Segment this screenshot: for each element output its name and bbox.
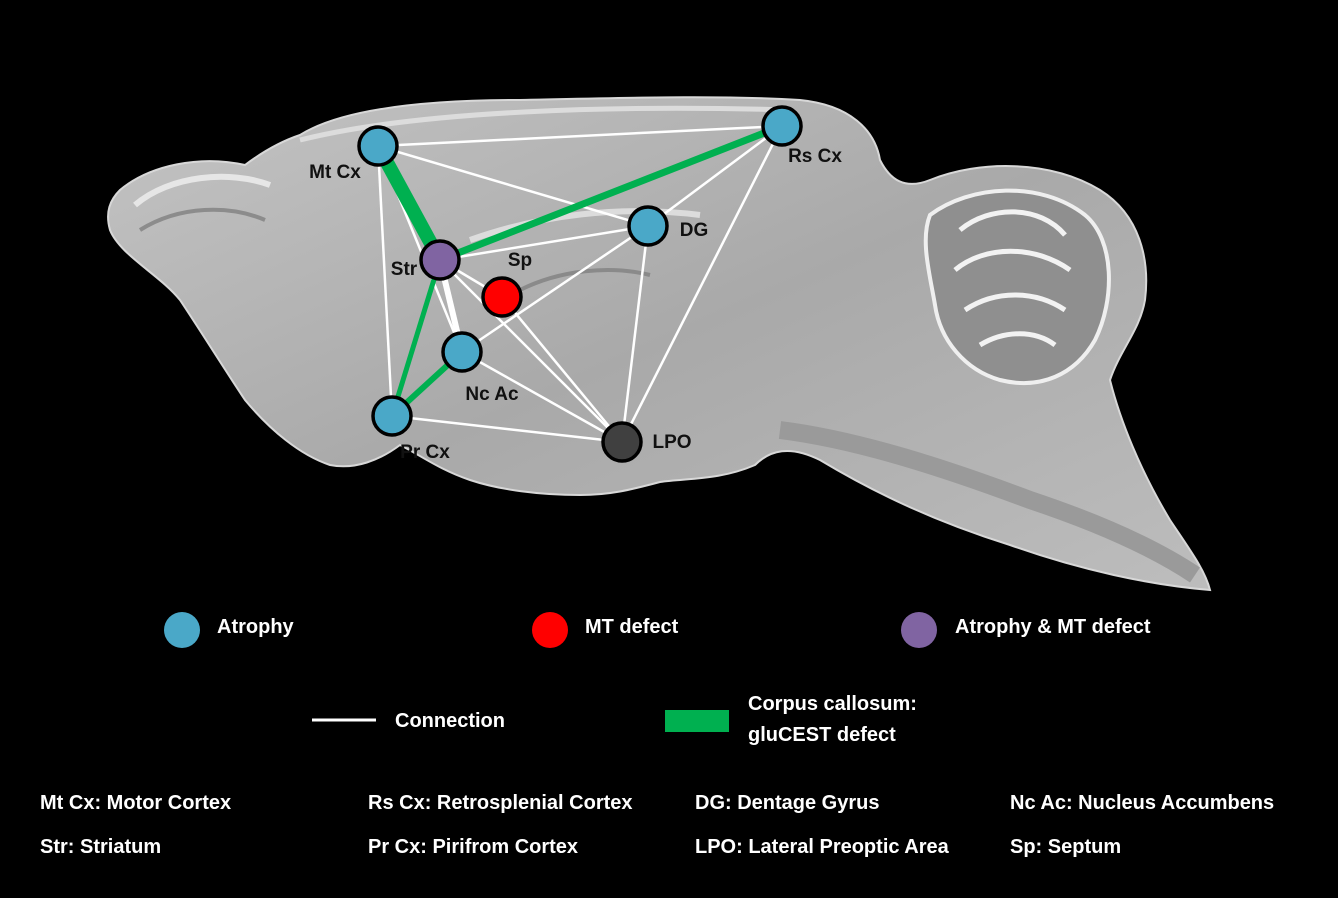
connection-rscx-dg: [647, 124, 783, 228]
label-prcx: Pr Cx: [400, 442, 450, 463]
node-dg: [627, 205, 669, 247]
connection-dg-ncac: [461, 224, 649, 354]
connection-ncac-lpo: [461, 350, 623, 444]
region-labels: Mt Cx Rs Cx DG Str Sp Nc Ac Pr Cx LPO: [309, 146, 842, 463]
connection-prcx-lpo: [391, 414, 623, 444]
atrophy-legend-dot: [164, 612, 200, 648]
label-dg: DG: [680, 220, 709, 241]
mt-defect-legend-label: MT defect: [585, 616, 679, 638]
abbr-sp: Sp: Septum: [1010, 836, 1122, 858]
atrophy-legend-label: Atrophy: [217, 616, 294, 638]
atrophy-mt-legend-label: Atrophy & MT defect: [955, 616, 1151, 638]
gluCEST-legend-label-line1: Corpus callosum:: [748, 693, 917, 715]
gluCEST-legend-swatch: [665, 710, 729, 732]
node-mtcx: [357, 125, 399, 167]
connection-sp-lpo: [501, 296, 623, 443]
brain-slice-image: [107, 96, 1212, 592]
connection-str-lpo: [439, 259, 623, 443]
connection-dg-lpo: [620, 225, 650, 443]
node-lpo: [601, 421, 643, 463]
connection-mtcx-prcx: [376, 145, 394, 417]
label-rscx: Rs Cx: [788, 146, 842, 167]
node-rscx: [761, 105, 803, 147]
abbr-rscx: Rs Cx: Retrosplenial Cortex: [368, 792, 633, 814]
connection-mtcx-rscx: [377, 124, 783, 148]
gluCEST-str-rscx: [438, 122, 784, 264]
abbr-dg: DG: Dentage Gyrus: [695, 792, 880, 814]
node-str: [419, 239, 461, 281]
mt-defect-legend-dot: [532, 612, 568, 648]
region-nodes: [357, 105, 803, 463]
connection-legend-label: Connection: [395, 710, 505, 732]
node-ncac: [441, 331, 483, 373]
connection-rscx-lpo: [620, 125, 784, 443]
connection-mtcx-dg: [377, 144, 649, 228]
abbr-mtcx: Mt Cx: Motor Cortex: [40, 792, 232, 814]
connection-dg-str: [439, 224, 649, 262]
label-ncac: Nc Ac: [465, 384, 519, 405]
label-str: Str: [391, 259, 418, 280]
node-sp: [481, 276, 523, 318]
label-lpo: LPO: [652, 432, 691, 453]
node-prcx: [371, 395, 413, 437]
abbr-str: Str: Striatum: [40, 836, 162, 858]
atrophy-mt-legend-dot: [901, 612, 937, 648]
label-mtcx: Mt Cx: [309, 162, 361, 183]
abbr-prcx: Pr Cx: Pirifrom Cortex: [368, 836, 579, 858]
abbr-ncac: Nc Ac: Nucleus Accumbens: [1010, 792, 1275, 814]
gluCEST-legend-label-line2: gluCEST defect: [748, 724, 896, 746]
gluCEST-str-prcx: [389, 259, 443, 417]
gluCEST-mtcx-str: [371, 142, 447, 264]
abbr-lpo: LPO: Lateral Preoptic Area: [695, 836, 949, 858]
label-sp: Sp: [508, 250, 532, 271]
